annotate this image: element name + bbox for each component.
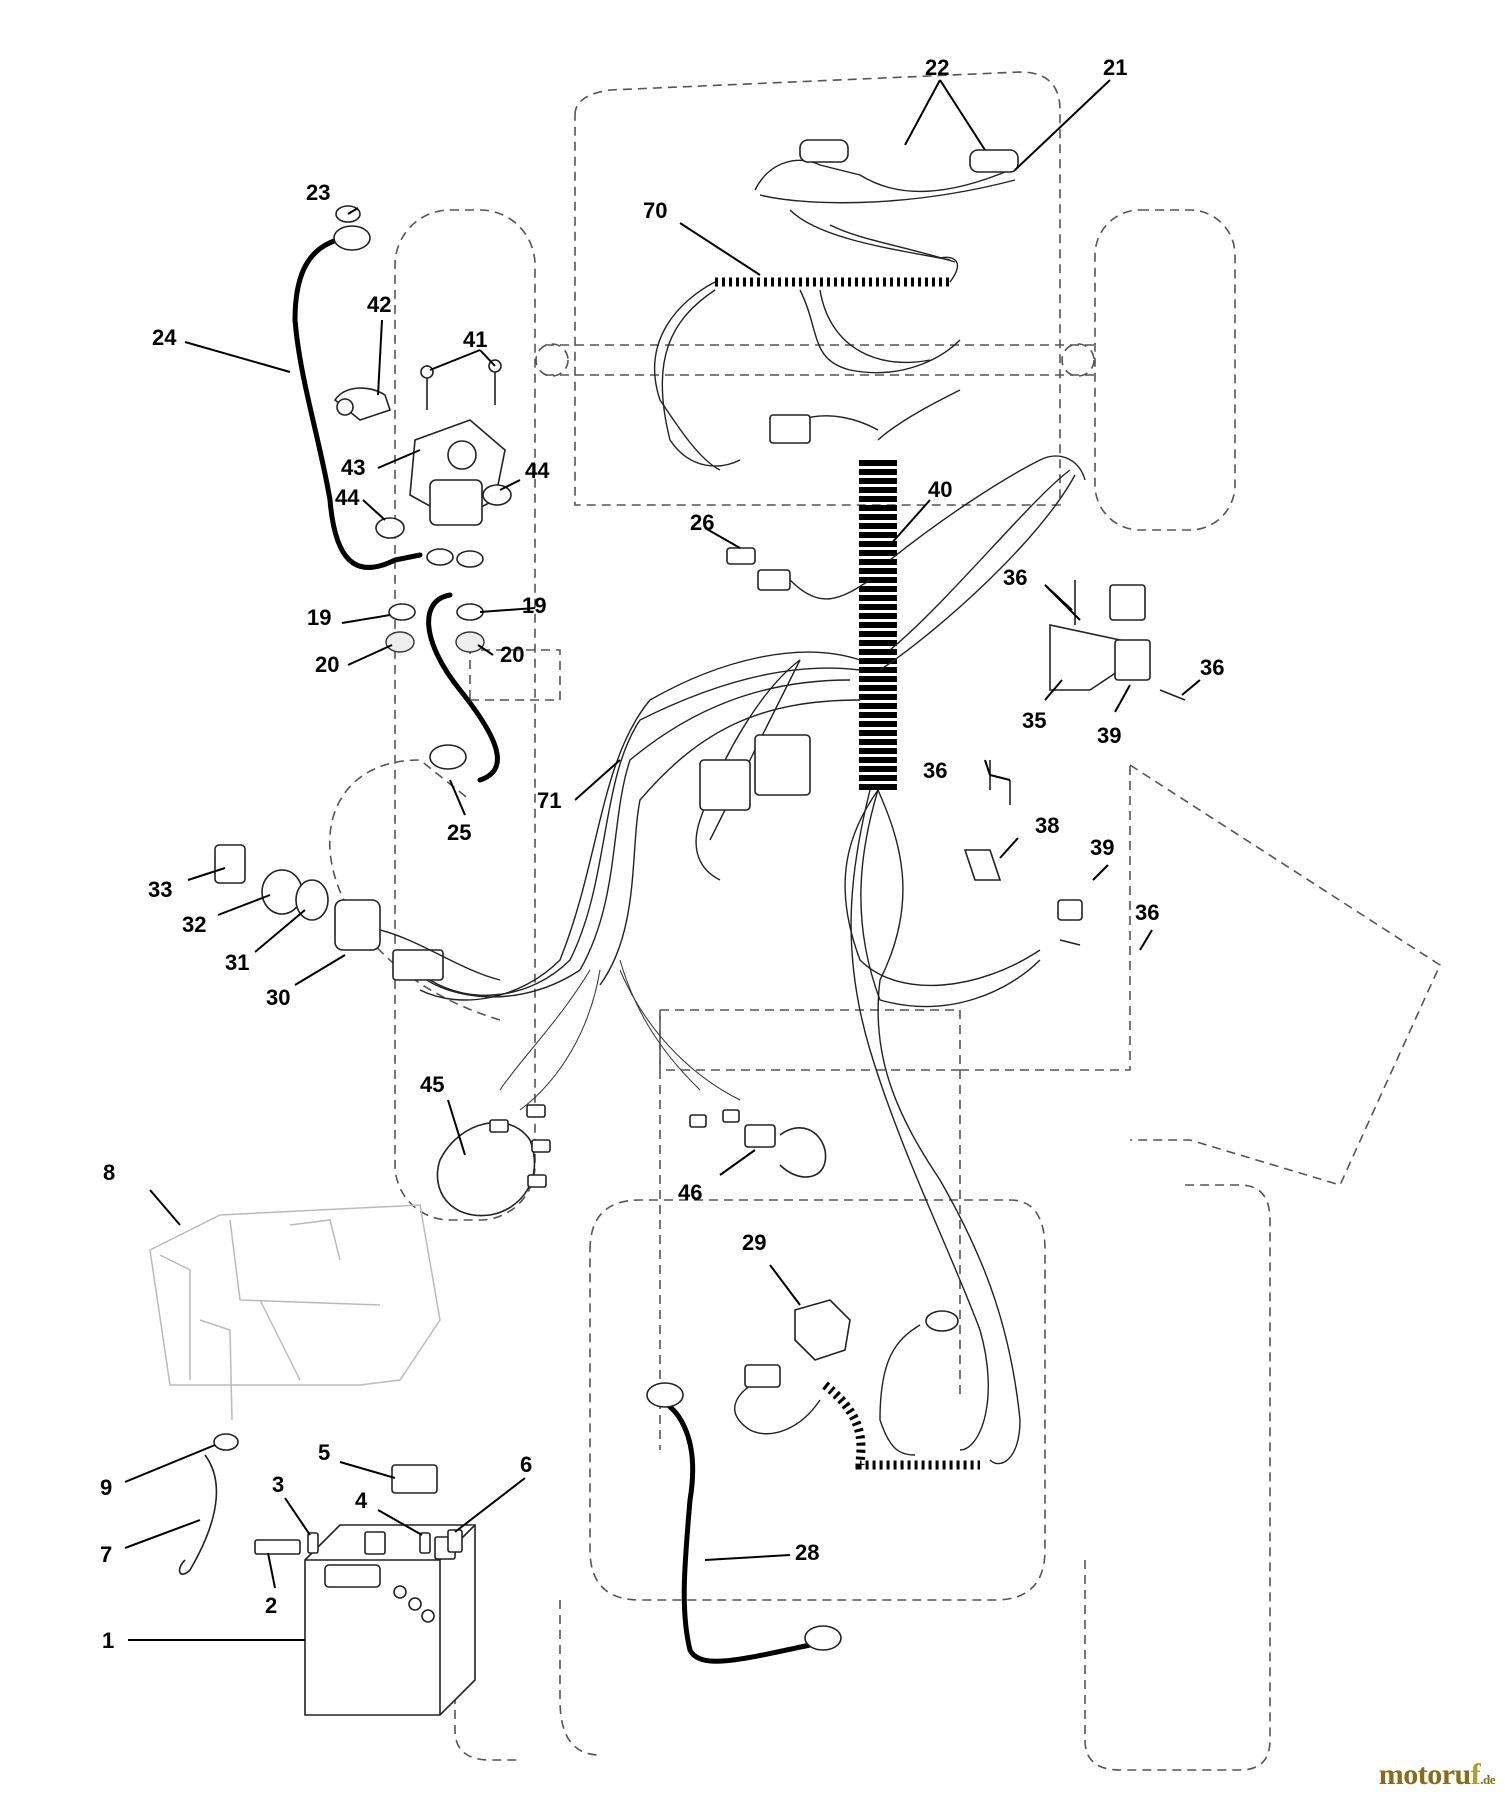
callout-40: 40 [928, 477, 952, 502]
connector-plug-a [699, 759, 751, 811]
callout-6: 6 [520, 1452, 532, 1477]
callout-30: 30 [266, 985, 290, 1010]
callout-23: 23 [306, 180, 330, 205]
ignition-key [214, 844, 246, 884]
module-29 [794, 1299, 851, 1361]
callout-36-c: 36 [923, 758, 947, 783]
callout-36-d: 36 [1135, 900, 1159, 925]
callout-20-right: 20 [500, 642, 524, 667]
connector-plug-b [754, 734, 811, 796]
callout-22: 22 [925, 55, 949, 80]
callout-43: 43 [341, 455, 365, 480]
bracket-35 [1049, 624, 1121, 691]
ignition-switch-assembly [214, 844, 501, 981]
callout-1: 1 [102, 1628, 114, 1653]
connector-block [769, 414, 811, 444]
callout-44-right: 44 [525, 458, 550, 483]
main-harness-40 [769, 389, 1086, 1465]
callout-24: 24 [152, 325, 177, 350]
callout-4: 4 [355, 1488, 368, 1513]
headlight-bulb-left [799, 139, 849, 163]
callout-20-left: 20 [315, 652, 339, 677]
callout-19-left: 19 [307, 605, 331, 630]
battery-assembly [178, 1433, 476, 1716]
callout-36-a: 36 [1003, 565, 1027, 590]
callout-26: 26 [690, 510, 714, 535]
callout-7: 7 [100, 1542, 112, 1567]
callout-70: 70 [643, 198, 667, 223]
callout-5: 5 [318, 1440, 330, 1465]
solenoid-assembly [333, 359, 512, 539]
callout-38: 38 [1035, 813, 1059, 838]
terminal-boot-42 [333, 387, 392, 421]
coil-70 [654, 256, 961, 471]
callout-28: 28 [795, 1540, 819, 1565]
brand-suffix: .de [1480, 1772, 1495, 1787]
starter-solenoid [429, 479, 483, 526]
callout-39-upper: 39 [1097, 723, 1121, 748]
tractor-outline [328, 71, 1442, 1771]
callout-41: 41 [463, 327, 487, 352]
callout-labels: 1 2 3 4 5 6 7 8 9 19 19 20 20 21 22 23 2… [100, 55, 1224, 1653]
callout-32: 32 [182, 912, 206, 937]
engine-ghost [149, 1204, 441, 1421]
callout-42: 42 [367, 292, 391, 317]
brand-name-a: motoru [1378, 1758, 1471, 1791]
lower-harness [646, 1299, 980, 1664]
vent-tube-7 [178, 1454, 218, 1575]
callout-21: 21 [1103, 55, 1127, 80]
callout-25: 25 [447, 820, 471, 845]
headlight-bulb-right [969, 149, 1019, 173]
washers-nuts [385, 548, 485, 653]
connector-26 [726, 547, 871, 600]
headlight-harness [754, 139, 1019, 263]
leader-lines [124, 79, 1201, 1641]
battery-cables [292, 205, 500, 783]
callout-9: 9 [100, 1475, 112, 1500]
callout-8: 8 [103, 1160, 115, 1185]
bolt-2 [254, 1539, 301, 1555]
callout-39-lower: 39 [1090, 835, 1114, 860]
callout-33: 33 [148, 877, 172, 902]
callout-2: 2 [265, 1593, 277, 1618]
harness-71 [392, 651, 861, 1111]
callout-36-b: 36 [1200, 655, 1224, 680]
relay-39 [1114, 639, 1151, 681]
pto-switch-46 [689, 1109, 827, 1178]
switch-nut [261, 869, 303, 915]
callout-46: 46 [678, 1180, 702, 1205]
callout-44-left: 44 [335, 485, 360, 510]
callout-3: 3 [272, 1472, 284, 1497]
callout-29: 29 [742, 1230, 766, 1255]
ignition-switch [334, 899, 381, 951]
brand-logo: motoruf.de [1378, 1758, 1496, 1792]
callout-31: 31 [225, 950, 249, 975]
callout-45: 45 [420, 1072, 444, 1097]
brand-name-f: f [1470, 1758, 1481, 1791]
terminal-cover-5 [391, 1464, 438, 1494]
brackets [963, 580, 1186, 946]
callout-19-right: 19 [522, 593, 546, 618]
ignition-connector [392, 949, 444, 981]
callout-35: 35 [1022, 708, 1046, 733]
bracket-38 [963, 849, 1002, 881]
callout-71: 71 [537, 788, 561, 813]
